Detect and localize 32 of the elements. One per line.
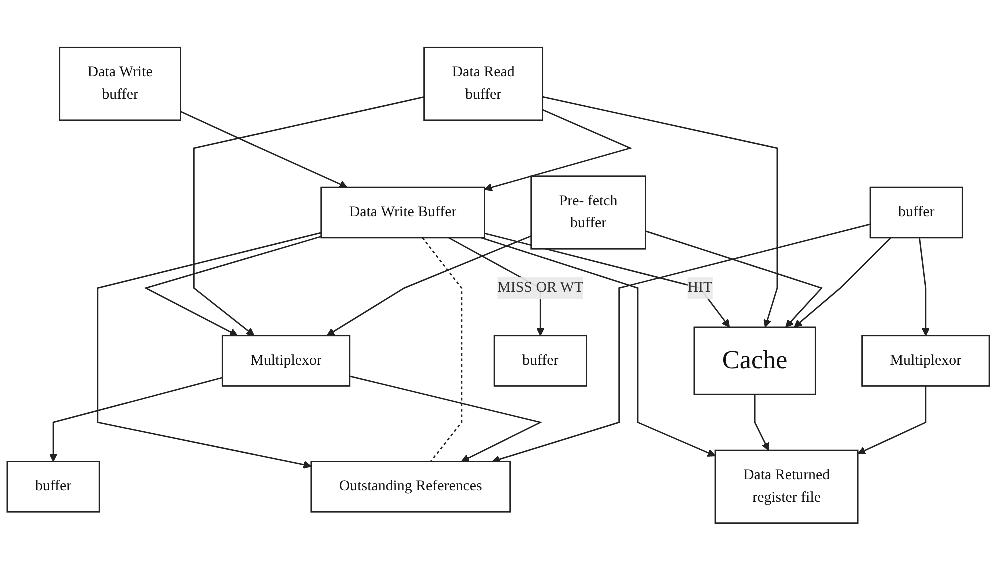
arrow <box>858 386 927 455</box>
arrow <box>49 377 223 462</box>
arrow <box>180 111 348 188</box>
node-box: Data Write Buffer <box>320 186 486 239</box>
node-box: Data Returned register file <box>714 450 859 524</box>
node-box: Data Read buffer <box>424 46 544 122</box>
edge-label: HIT <box>688 280 713 296</box>
arrow <box>326 236 532 336</box>
node-box: Cache <box>694 326 816 396</box>
arrow <box>492 224 871 464</box>
edge-label: MISS OR WT <box>498 280 584 296</box>
node-box: Outstanding References <box>310 461 512 513</box>
arrow <box>542 96 778 328</box>
node-box: Pre- fetch buffer <box>530 176 646 250</box>
connector <box>422 238 463 462</box>
arrow <box>484 109 633 192</box>
arrow <box>350 376 543 462</box>
node-box: Multiplexor <box>222 335 351 387</box>
arrow <box>919 238 930 336</box>
node-box: buffer <box>6 461 100 513</box>
arrow <box>97 232 322 470</box>
arrow <box>144 236 322 336</box>
arrow <box>754 394 770 451</box>
arrow <box>481 237 716 457</box>
arrow <box>646 230 824 328</box>
node-box: buffer <box>870 186 964 239</box>
node-box: Data Write buffer <box>59 46 182 122</box>
arrow <box>484 232 730 328</box>
arrow <box>794 237 892 328</box>
node-box: buffer <box>494 335 588 387</box>
arrow <box>193 96 424 336</box>
node-box: Multiplexor <box>862 335 990 387</box>
